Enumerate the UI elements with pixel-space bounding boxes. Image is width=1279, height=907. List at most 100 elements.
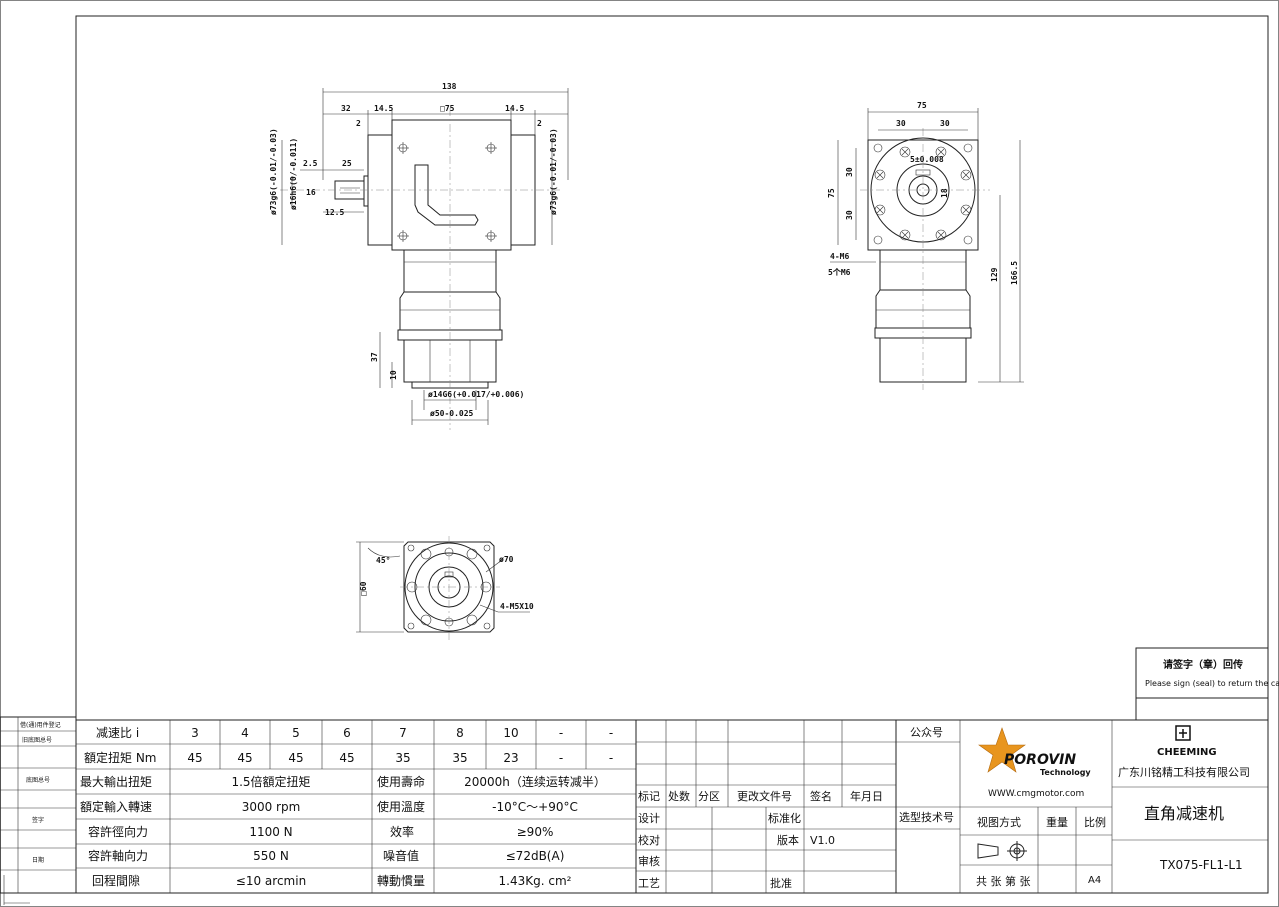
spec-table: 减速比 i 額定扭矩 Nm 3 4 5 6 7 8 10 - - 45 45 4…	[75, 719, 637, 894]
spec-label: 容許軸向力	[88, 848, 148, 863]
torque-cell: 23	[503, 751, 518, 765]
torque-cell: -	[559, 751, 563, 765]
porovin-logo: POROVIN Technology WWW.cmgmotor.com	[978, 727, 1091, 799]
spec-label: 回程間隙	[92, 873, 140, 888]
rev-version-label: 版本	[777, 833, 799, 847]
dim-10: 10	[389, 370, 398, 380]
dim-side-30-c: 30	[845, 167, 854, 177]
dim-2-right: 2	[537, 119, 542, 128]
torque-label: 額定扭矩 Nm	[84, 750, 156, 765]
rev-header: 分区	[698, 790, 720, 803]
spec-label: 使用壽命	[377, 774, 425, 789]
dim-25: 25	[342, 159, 352, 168]
dim-dia-70: ø70	[499, 555, 514, 564]
return-box-title: 请签字（章）回传	[1163, 658, 1243, 671]
ratio-cell: 7	[399, 726, 407, 740]
ratio-cell: 3	[191, 726, 199, 740]
ratio-cell: 10	[503, 726, 518, 740]
dim-angle-45: 45°	[376, 556, 390, 565]
ratio-cell: 8	[456, 726, 464, 740]
dim-4-m6: 4-M6	[830, 252, 849, 261]
cheeming-icon	[1175, 725, 1191, 741]
ratio-cell: -	[559, 726, 563, 740]
stamp-signature: 签字	[32, 816, 44, 824]
dim-dia-16: ø16h6(0/-0.011)	[289, 138, 298, 210]
torque-cell: 45	[288, 751, 303, 765]
star-icon	[978, 727, 1026, 773]
spec-label: 轉動慣量	[377, 873, 425, 888]
stamp-old-drawing-no: 旧底图总号	[22, 736, 52, 744]
dim-18: 18	[940, 188, 949, 198]
return-box-subtitle: Please sign (seal) to return the call	[1145, 679, 1279, 688]
torque-cell: 45	[339, 751, 354, 765]
dim-dia-14: ø14G6(+0.017/+0.006)	[428, 390, 524, 399]
spec-value: 3000 rpm	[242, 800, 301, 814]
dim-side-75: 75	[917, 101, 927, 110]
weight-label: 重量	[1046, 815, 1068, 829]
dim-key-5: 5±0.008	[910, 155, 944, 164]
stamp-date: 日期	[32, 856, 44, 864]
side-dimensions: 75 30 30 30 30 75 5±0.008 18 4-M6 5个M6 1…	[827, 101, 1024, 383]
spec-label: 使用溫度	[377, 799, 425, 814]
spec-label: 最大輸出扭矩	[80, 774, 152, 789]
dim-side-30-a: 30	[896, 119, 906, 128]
side-stamp-strip: 借(通)用件登记 旧底图总号 底图总号 签字 日期	[0, 716, 77, 894]
torque-cell: -	[609, 751, 613, 765]
spec-value: 550 N	[253, 849, 289, 863]
scale-label: 比例	[1084, 815, 1106, 829]
spec-value: ≤72dB(A)	[506, 849, 565, 863]
title-block: 公众号 选型技术号 POROVIN Technology WWW.cmgmoto…	[895, 719, 1269, 894]
ratio-cell: 5	[292, 726, 300, 740]
dim-138: 138	[442, 82, 457, 91]
rev-header: 标记	[638, 789, 660, 803]
rev-standard: 标准化	[768, 811, 801, 825]
dim-16: 16	[306, 188, 316, 197]
view-method-label: 视图方式	[977, 815, 1021, 829]
dim-32: 32	[341, 104, 351, 113]
dim-14-5-left: 14.5	[374, 104, 393, 113]
projection-symbol-icon	[977, 841, 1027, 861]
dim-37: 37	[370, 352, 379, 362]
dim-4-m5x10: 4-M5X10	[500, 602, 534, 611]
spec-label: 噪音值	[383, 848, 419, 863]
paper-size: A4	[1088, 875, 1101, 886]
tech-no-label: 选型技术号	[899, 810, 954, 824]
side-view	[860, 128, 990, 390]
ratio-cell: 4	[241, 726, 249, 740]
return-box: 请签字（章）回传 Please sign (seal) to return th…	[1135, 647, 1279, 721]
dim-2-5: 2.5	[303, 159, 318, 168]
drawing-frame	[75, 15, 1269, 894]
stamp-borrowed-parts: 借(通)用件登记	[20, 721, 61, 729]
flange-dimensions: 45° ø70 □60 4-M5X10	[356, 541, 534, 633]
dim-square-60: □60	[359, 581, 368, 596]
dim-12-5: 12.5	[325, 208, 344, 217]
spec-value: 1.5倍額定扭矩	[231, 774, 310, 789]
spec-value: ≤10 arcmin	[236, 874, 306, 888]
ratio-cell: 6	[343, 726, 351, 740]
spec-value: 20000h（连续运转减半）	[464, 774, 606, 789]
revision-block: 标记 处数 分区 更改文件号 签名 年月日 设计 标准化 校对 版本 V1.0 …	[635, 719, 897, 894]
rev-header: 年月日	[850, 789, 883, 803]
cheeming-logo: CHEEMING 广东川铭精工科技有限公司	[1118, 725, 1250, 779]
rev-approve: 批准	[770, 876, 792, 890]
torque-cell: 35	[395, 751, 410, 765]
dim-side-75-v: 75	[827, 188, 836, 198]
spec-label: 效率	[390, 824, 414, 839]
spec-value: ≥90%	[517, 825, 554, 839]
ratio-cell: -	[609, 726, 613, 740]
rev-design: 设计	[638, 812, 660, 825]
torque-cell: 35	[452, 751, 467, 765]
dim-dia-50: ø50-0.025	[430, 409, 474, 418]
dim-dia-73-left: ø73g6(-0.01/-0.03)	[269, 128, 278, 215]
spec-value: 1.43Kg. cm²	[499, 874, 572, 888]
dim-5-m6: 5个M6	[828, 267, 851, 277]
dim-14-5-right: 14.5	[505, 104, 524, 113]
torque-cell: 45	[237, 751, 252, 765]
dim-dia-73-right: ø73g6(-0.01/-0.03)	[549, 128, 558, 215]
rev-review: 审核	[638, 854, 660, 868]
stamp-drawing-no: 底图总号	[26, 776, 50, 784]
company-name: 广东川铭精工科技有限公司	[1118, 765, 1250, 779]
rev-header: 更改文件号	[737, 789, 792, 803]
ratio-label: 减速比 i	[96, 726, 139, 740]
